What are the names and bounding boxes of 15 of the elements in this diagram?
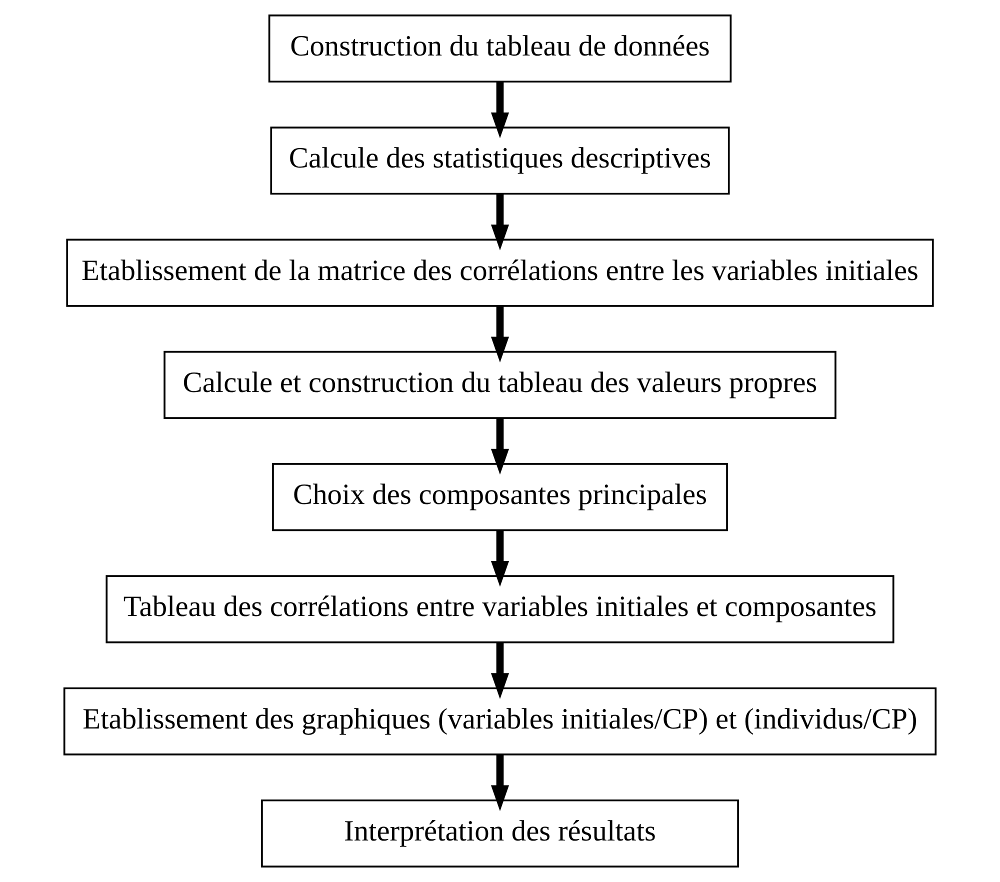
arrow xyxy=(490,642,510,699)
node-box: Construction du tableau de données xyxy=(268,14,732,83)
arrow xyxy=(490,306,510,363)
node-box: Etablissement de la matrice des corrélations entre les variables initiales xyxy=(66,238,934,307)
node-box: Choix des composantes principales xyxy=(272,463,728,532)
arrow xyxy=(490,754,510,812)
arrow xyxy=(490,194,510,250)
node-box: Calcule des statistiques descriptives xyxy=(270,126,730,195)
node-box: Calcule et construction du tableau des valeurs propres xyxy=(164,350,836,419)
arrow xyxy=(490,530,510,587)
node-box: Tableau des corrélations entre variables initiales et composantes xyxy=(106,575,894,644)
arrow xyxy=(490,82,510,138)
node-box: Interprétation des résultats xyxy=(261,799,739,868)
node-box: Etablissement des graphiques (variables initiales/CP) et (individus/CP) xyxy=(63,687,937,756)
arrow xyxy=(490,418,510,475)
